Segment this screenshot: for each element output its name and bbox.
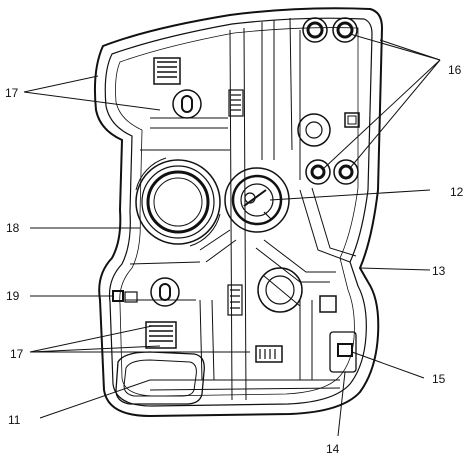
clip-bottom-left	[145, 321, 177, 349]
outlet-port	[257, 267, 303, 313]
leader-12	[269, 189, 431, 201]
internal-ribs	[125, 17, 357, 401]
tank-outer-outline	[93, 7, 384, 418]
leader-16-c	[321, 59, 441, 171]
boss-top-right	[332, 17, 358, 43]
clip-mid	[227, 284, 243, 316]
clip-bottom-center	[255, 345, 283, 363]
leader-13	[359, 267, 431, 271]
leader-17-top-b	[23, 91, 161, 111]
boss-top-left	[302, 17, 328, 43]
label-14: 14	[326, 442, 340, 456]
mounting-bosses	[297, 17, 360, 185]
snap-clips	[145, 57, 283, 363]
label-15: 15	[432, 372, 446, 386]
label-19: 19	[6, 289, 20, 303]
small-connector	[112, 290, 138, 303]
label-16: 16	[448, 63, 462, 77]
clip-side	[228, 89, 244, 117]
boss-mid-right	[333, 159, 359, 185]
label-11: 11	[8, 413, 21, 427]
sight-ovals	[150, 89, 202, 307]
label-17-top: 17	[5, 86, 19, 100]
leader-16-d	[349, 59, 441, 169]
valve-assembly	[224, 167, 290, 233]
leader-11	[39, 379, 151, 419]
leader-14	[337, 371, 346, 437]
label-18: 18	[6, 221, 20, 235]
fuel-pump-opening	[135, 157, 221, 247]
reference-numerals: 16 17 12 18 13 19 17 15 11 14	[5, 63, 464, 456]
label-17-bottom: 17	[10, 347, 24, 361]
lower-pocket	[115, 351, 205, 405]
leader-17-top-a	[23, 75, 99, 93]
leader-16-a	[349, 33, 441, 61]
leader-17-bottom-b	[29, 345, 161, 353]
side-bracket	[319, 295, 357, 373]
label-13: 13	[432, 264, 446, 278]
clip-top	[153, 57, 181, 85]
boss-mid-left	[305, 159, 331, 185]
label-12: 12	[450, 185, 464, 199]
leader-15	[351, 351, 425, 379]
leader-17-bottom-a	[29, 325, 153, 353]
leader-16-b	[379, 39, 441, 61]
leader-lines	[23, 33, 441, 437]
